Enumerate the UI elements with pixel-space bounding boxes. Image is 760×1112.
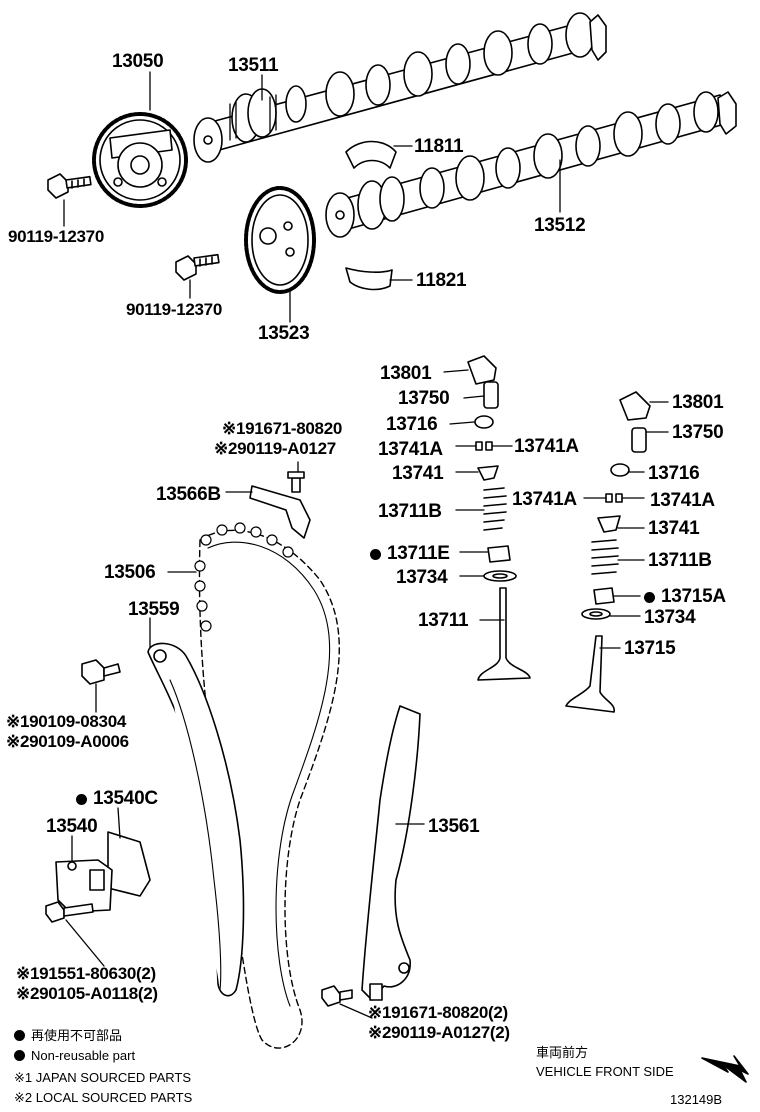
label-13715: 13715 xyxy=(624,638,676,659)
bolt-91551 xyxy=(45,901,94,923)
bolt-90119-12370-lower xyxy=(175,253,220,281)
label-13711B-left: 13711B xyxy=(378,501,442,522)
label-13711B-right: 13711B xyxy=(648,550,712,571)
label-13523: 13523 xyxy=(258,323,310,344)
bolt-90109 xyxy=(81,659,121,685)
label-13711E-text: 13711E xyxy=(387,543,450,564)
label-90119-12370-lower: 90119-12370 xyxy=(126,300,222,319)
valve-train-right xyxy=(565,391,651,713)
bolt-91671-lower xyxy=(321,985,353,1007)
camshaft-sprocket-13523 xyxy=(244,186,316,294)
label-13540C: 13540C xyxy=(76,789,158,808)
label-13801-left: 13801 xyxy=(380,363,432,384)
label-13559: 13559 xyxy=(128,599,180,620)
label-13540C-text: 13540C xyxy=(93,788,158,809)
bearing-11811 xyxy=(345,140,397,169)
label-90119-A0127: ※290119-A0127 xyxy=(214,439,336,458)
legend-dot xyxy=(14,1030,25,1041)
label-90105-A0118: ※290105-A0118(2) xyxy=(16,984,158,1003)
label-13741A-left-1: 13741A xyxy=(378,439,443,460)
camshaft-13511 xyxy=(193,12,607,163)
label-13050: 13050 xyxy=(112,51,164,72)
legend-local-sourced: ※2 LOCAL SOURCED PARTS xyxy=(14,1090,193,1105)
label-13741A-left-2: 13741A xyxy=(514,436,579,457)
camshaft-timing-gear-13050 xyxy=(92,112,188,208)
label-13741-left: 13741 xyxy=(392,463,444,484)
label-13734-right: 13734 xyxy=(644,607,696,628)
label-13715A-text: 13715A xyxy=(661,586,726,607)
legend-nonreusable-en: Non-reusable part xyxy=(14,1049,135,1062)
label-11811: 11811 xyxy=(414,136,464,157)
non-reusable-dot xyxy=(644,592,655,603)
chain-tensioner-arm-13559 xyxy=(147,642,245,997)
vehicle-front-arrow xyxy=(701,1055,749,1083)
camshaft-13512 xyxy=(325,91,737,238)
valve-train-left xyxy=(467,355,531,681)
non-reusable-dot xyxy=(76,794,87,805)
label-13734-left: 13734 xyxy=(396,567,448,588)
label-90109-08304: ※190109-08304 xyxy=(6,712,127,731)
label-91671-80820-2: ※191671-80820(2) xyxy=(368,1003,508,1022)
label-13540: 13540 xyxy=(46,816,98,837)
chain-guide-13561 xyxy=(361,705,421,1001)
label-91671-80820: ※191671-80820 xyxy=(222,419,343,438)
label-13711E: 13711E xyxy=(370,544,450,563)
legend-en-text: Non-reusable part xyxy=(31,1048,136,1063)
label-13741A-right-1: 13741A xyxy=(512,489,577,510)
label-13716-right: 13716 xyxy=(648,463,700,484)
label-91551-80630: ※191551-80630(2) xyxy=(16,964,156,983)
label-13566B: 13566B xyxy=(156,484,221,505)
legend-jp-text: 再使用不可部品 xyxy=(31,1028,123,1043)
non-reusable-dot xyxy=(370,549,381,560)
label-13801-right: 13801 xyxy=(672,392,724,413)
label-90109-A0006: ※290109-A0006 xyxy=(6,732,129,751)
label-90119-12370-upper: 90119-12370 xyxy=(8,227,104,246)
label-13750-left: 13750 xyxy=(398,388,450,409)
bearing-11821 xyxy=(345,267,393,291)
label-13750-right: 13750 xyxy=(672,422,724,443)
leader-lines xyxy=(63,71,669,1019)
legend-japan-sourced: ※1 JAPAN SOURCED PARTS xyxy=(14,1070,192,1085)
label-13511: 13511 xyxy=(228,55,279,76)
chain-tensioner-13540 xyxy=(55,831,151,913)
label-13741A-right-2: 13741A xyxy=(650,490,715,511)
label-13711: 13711 xyxy=(418,610,469,631)
chain-guide-13566B xyxy=(249,471,311,539)
figure-id: 132149B xyxy=(670,1092,723,1107)
direction-jp: 車両前方 xyxy=(536,1045,589,1060)
label-13506: 13506 xyxy=(104,562,156,583)
label-13715A: 13715A xyxy=(644,587,726,606)
label-13561: 13561 xyxy=(428,816,480,837)
label-90119-A0127-2: ※290119-A0127(2) xyxy=(368,1023,510,1042)
bolt-90119-12370-upper xyxy=(47,173,92,199)
legend-dot xyxy=(14,1050,25,1061)
label-13741-right: 13741 xyxy=(648,518,700,539)
label-13716-left: 13716 xyxy=(386,414,438,435)
direction-en: VEHICLE FRONT SIDE xyxy=(536,1064,674,1079)
label-11821: 11821 xyxy=(416,270,467,291)
label-13512: 13512 xyxy=(534,215,586,236)
legend-nonreusable-jp: 再使用不可部品 xyxy=(14,1029,122,1042)
